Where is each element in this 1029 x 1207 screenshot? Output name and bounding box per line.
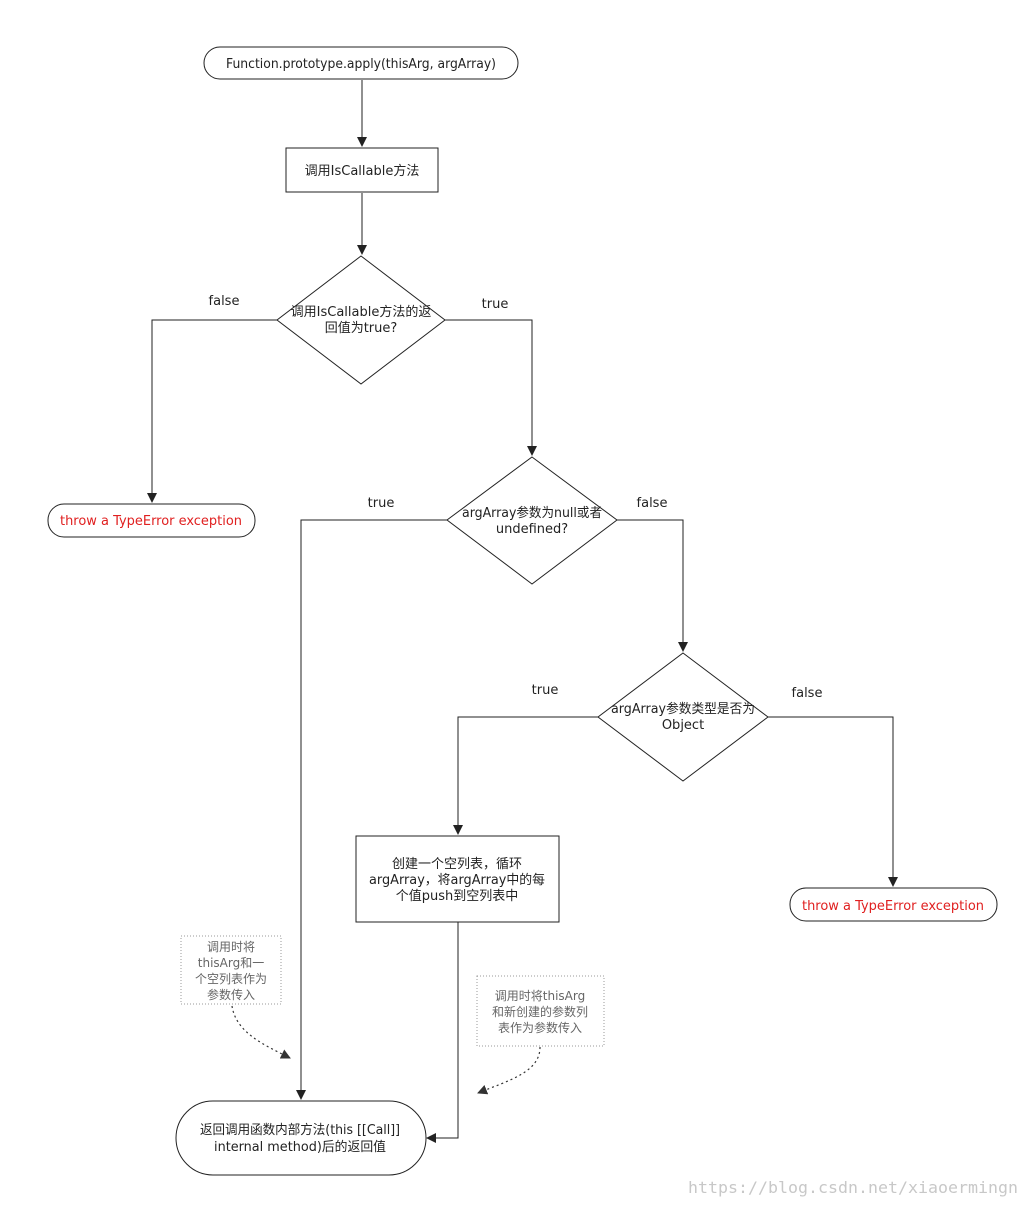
node-create-list: 创建一个空列表，循环 argArray，将argArray中的每 个值push到… [355, 835, 560, 923]
note-left: 调用时将 thisArg和一 个空列表作为 参数传入 [180, 935, 282, 1005]
note-right-connector [477, 1046, 541, 1095]
edge-callable-true [445, 319, 537, 456]
decision-object: argArray参数类型是否为 Object [597, 652, 769, 782]
decision-null-line1: argArray参数为null或者 [462, 505, 602, 521]
call-iscallable-label: 调用IsCallable方法 [305, 163, 420, 179]
note-left-line1: 调用时将 [207, 940, 255, 954]
note-right-line2: 和新创建的参数列 [492, 1004, 588, 1019]
label-null-false: false [637, 496, 668, 511]
decision-callable-line2: 回值为true? [325, 320, 398, 336]
node-return-value: 返回调用函数内部方法(this [[Call]] internal method… [175, 1100, 427, 1176]
edges [147, 80, 898, 1143]
note-right-line1: 调用时将thisArg [495, 989, 585, 1003]
start-label: Function.prototype.apply(thisArg, argArr… [226, 57, 496, 72]
create-list-line2: argArray，将argArray中的每 [369, 872, 545, 888]
edge-object-false [768, 716, 898, 887]
create-list-line3: 个值push到空列表中 [396, 888, 519, 904]
note-left-line3: 个空列表作为 [195, 972, 267, 986]
label-object-false: false [792, 686, 823, 701]
label-callable-true: true [482, 297, 509, 312]
label-null-true: true [368, 496, 395, 511]
edge-null-true [296, 519, 447, 1100]
create-list-line1: 创建一个空列表，循环 [392, 857, 522, 872]
decision-object-line2: Object [662, 718, 704, 733]
return-value-line1: 返回调用函数内部方法(this [[Call]] [200, 1122, 400, 1138]
note-left-line4: 参数传入 [207, 987, 255, 1002]
edge-callable-false [147, 319, 277, 503]
node-throw-right: throw a TypeError exception [789, 887, 998, 922]
decision-null-line2: undefined? [496, 522, 568, 537]
note-right: 调用时将thisArg 和新创建的参数列 表作为参数传入 [476, 975, 605, 1047]
label-callable-false: false [209, 294, 240, 309]
node-call-iscallable: 调用IsCallable方法 [285, 147, 439, 193]
edge-list-to-return [426, 922, 459, 1143]
watermark: https://blog.csdn.net/xiaoermingn [688, 1178, 1018, 1197]
node-throw-left: throw a TypeError exception [47, 503, 256, 538]
decision-object-line1: argArray参数类型是否为 [611, 701, 755, 717]
return-value-line2: internal method)后的返回值 [214, 1139, 386, 1155]
decision-callable-line1: 调用IsCallable方法的返 [291, 304, 432, 320]
throw-left-label: throw a TypeError exception [60, 514, 242, 529]
note-right-line3: 表作为参数传入 [498, 1020, 582, 1035]
decision-null: argArray参数为null或者 undefined? [446, 456, 618, 585]
decision-callable: 调用IsCallable方法的返 回值为true? [276, 255, 446, 385]
throw-right-label: throw a TypeError exception [802, 899, 984, 914]
note-left-connector [231, 1005, 291, 1059]
node-start: Function.prototype.apply(thisArg, argArr… [203, 46, 519, 80]
label-object-true: true [532, 683, 559, 698]
note-left-line2: thisArg和一 [198, 956, 264, 970]
edge-object-true [453, 716, 598, 835]
edge-null-false [617, 519, 688, 652]
